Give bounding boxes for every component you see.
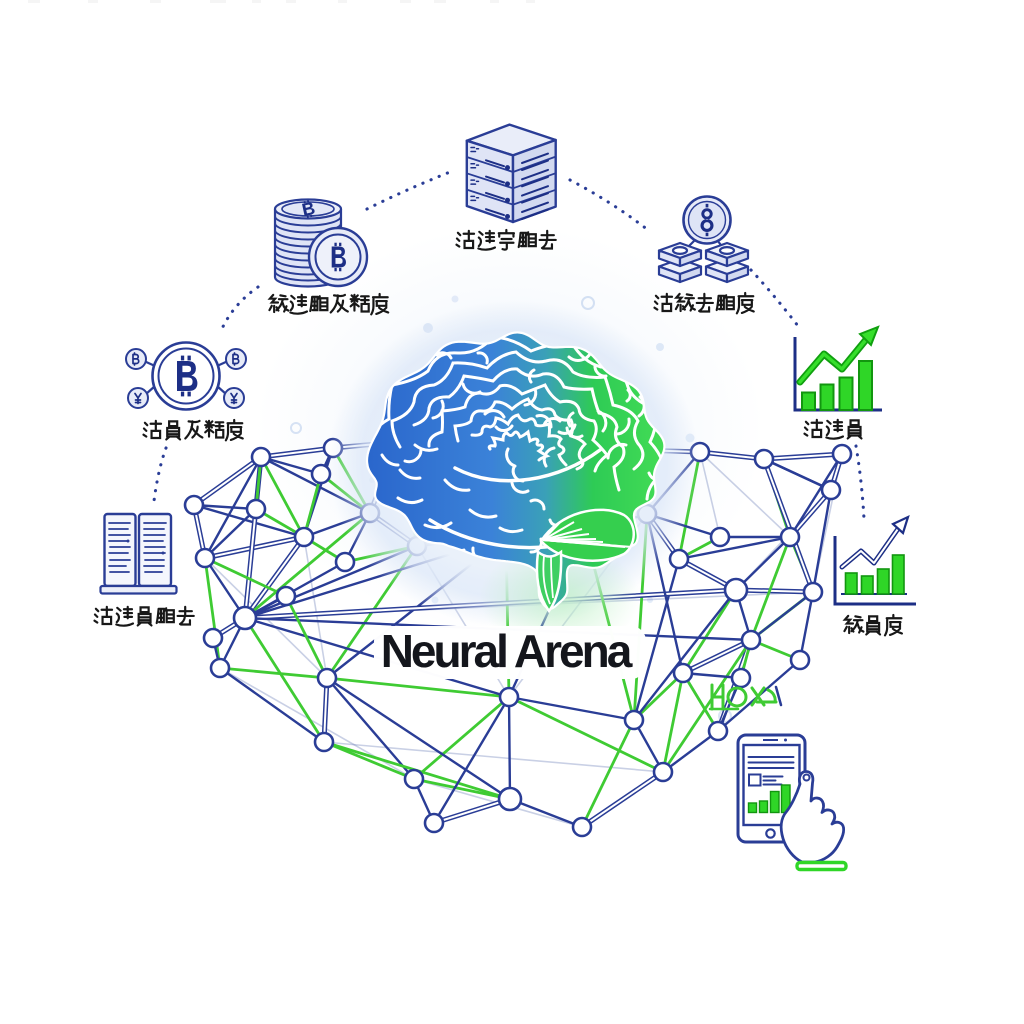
svg-text:Neural Arena: Neural Arena <box>381 625 633 677</box>
